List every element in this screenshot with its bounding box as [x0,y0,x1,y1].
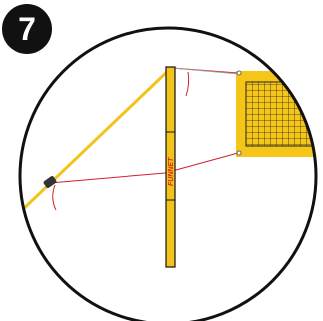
step-badge: 7 [2,4,52,54]
connector-top [236,70,242,76]
diagonal-support-pole [20,67,172,216]
rope-tensioner [43,176,57,188]
rope-tail [52,184,57,211]
vertical-pole: FUNNET [165,66,176,268]
frame-circle [18,26,318,321]
guy-rope-lower [49,152,239,184]
step-number: 7 [18,11,36,47]
pole-brand-label: FUNNET [168,157,175,186]
top-wire [171,67,241,75]
net-brand-label: FUN [292,72,311,82]
rope-tail-top [185,71,190,97]
volleyball-net: FUN [236,71,316,157]
connector-bottom [236,150,242,156]
